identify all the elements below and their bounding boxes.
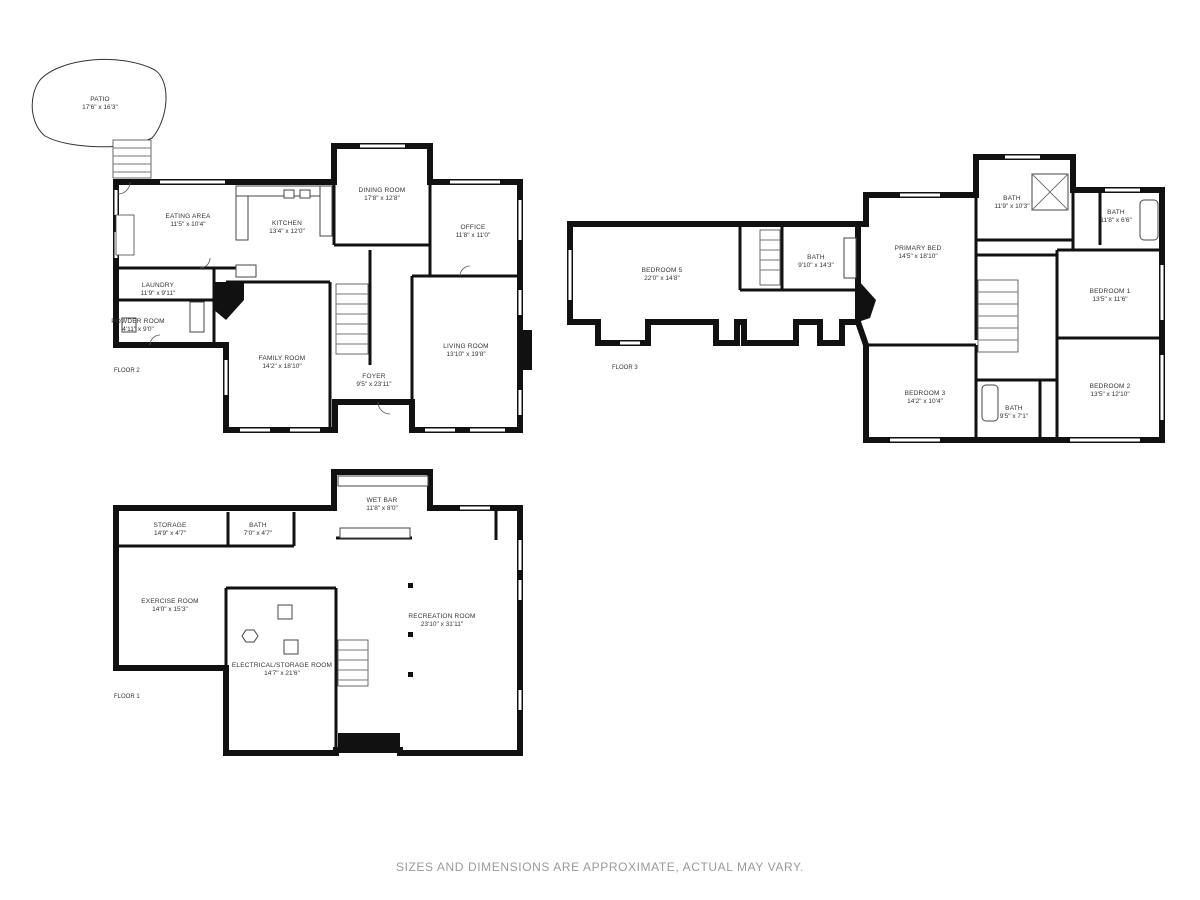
recreation-room-columns <box>408 583 413 677</box>
powder-room-name: POWDER ROOM <box>111 318 164 325</box>
patio-outline <box>31 58 167 148</box>
patio-steps <box>112 139 152 179</box>
kitchen-dims: 13'4" x 12'0" <box>269 228 305 235</box>
bedroom-3-name: BEDROOM 3 <box>905 390 946 397</box>
chimney-block <box>214 282 244 320</box>
foyer-dims: 9'5" x 23'11" <box>356 381 392 388</box>
bath-b-dims: 11'9" x 10'3" <box>994 203 1030 210</box>
eating-area-dims: 11'5" x 10'4" <box>170 221 206 228</box>
floor-3-interior-walls <box>738 190 1162 440</box>
laundry-dims: 11'9" x 9'11" <box>141 290 176 297</box>
wet-bar-name: WET BAR <box>367 497 398 504</box>
bedroom-5-name: BEDROOM 5 <box>642 267 683 274</box>
electrical-room-fixtures <box>241 604 299 655</box>
dining-room-dims: 17'8" x 12'8" <box>364 195 400 202</box>
bedroom-2-dims: 13'5" x 12'10" <box>1090 391 1130 398</box>
bedroom-2-name: BEDROOM 2 <box>1090 383 1131 390</box>
living-room-name: LIVING ROOM <box>443 343 489 350</box>
floor-2-label: FLOOR 2 <box>114 368 140 374</box>
bedroom-1-name: BEDROOM 1 <box>1090 288 1131 295</box>
bath-c-dims: 11'8" x 6'6" <box>1100 217 1132 224</box>
floor-3-label: FLOOR 3 <box>612 365 638 371</box>
disclaimer-text: SIZES AND DIMENSIONS ARE APPROXIMATE, AC… <box>395 860 805 874</box>
basement-bath-dims: 7'0" x 4'7" <box>244 530 273 537</box>
bath-d-dims: 9'5" x 7'1" <box>1000 413 1029 420</box>
floor-2-door-swings <box>117 181 471 415</box>
powder-room-dims: 4'11" x 9'0" <box>122 326 154 333</box>
exercise-room-dims: 14'0" x 15'3" <box>152 606 188 613</box>
foyer-name: FOYER <box>362 373 385 380</box>
floor-3-left-wing-wall <box>567 221 861 346</box>
bath-d-name: BATH <box>1005 405 1023 412</box>
patio-dims: 17'6" x 16'3" <box>82 104 118 111</box>
floor-1-stairs <box>337 639 369 687</box>
electrical-storage-name: ELECTRICAL/STORAGE ROOM <box>232 662 332 669</box>
floor-2-windows <box>114 144 522 432</box>
floor-3-stairs <box>759 229 1019 353</box>
bath-a-dims: 9'10" x 14'3" <box>798 262 834 269</box>
wet-bar-island <box>339 527 411 539</box>
patio-name: PATIO <box>90 96 110 103</box>
floor-3-bathtubs <box>981 199 1159 422</box>
bedroom-5-dims: 22'0" x 14'8" <box>644 275 680 282</box>
office-dims: 11'8" x 11'0" <box>456 232 491 239</box>
kitchen-counters <box>121 185 333 333</box>
primary-bed-name: PRIMARY BED <box>895 245 942 252</box>
floor-3-right-wing-wall <box>855 154 1165 443</box>
electrical-storage-dims: 14'7" x 21'6" <box>264 670 300 677</box>
recreation-room-name: RECREATION ROOM <box>408 613 475 620</box>
laundry-name: LAUNDRY <box>142 282 175 289</box>
floor-1-label: FLOOR 1 <box>114 694 140 700</box>
floor-1-mechanical-block <box>338 733 400 753</box>
chimney-block-floor-3 <box>858 280 876 322</box>
wet-bar-counter <box>337 475 429 487</box>
floor-3-plan: BEDROOM 5 22'0" x 14'8" BATH 9'10" x 14'… <box>567 154 1165 443</box>
wet-bar-dims: 11'8" x 8'0" <box>366 505 398 512</box>
dining-room-name: DINING ROOM <box>359 187 406 194</box>
floor-1-plan: STORAGE 14'9" x 4'7" BATH 7'0" x 4'7" WE… <box>113 469 523 756</box>
floor-1-interior-walls <box>116 508 498 750</box>
family-room-dims: 14'2" x 18'10" <box>262 363 302 370</box>
exercise-room-name: EXERCISE ROOM <box>141 598 199 605</box>
eating-area-name: EATING AREA <box>165 213 211 220</box>
kitchen-name: KITCHEN <box>272 220 302 227</box>
living-room-dims: 13'10" x 19'8" <box>446 351 486 358</box>
storage-name: STORAGE <box>153 522 187 529</box>
recreation-room-dims: 23'10" x 31'11" <box>421 621 464 628</box>
bath-a-name: BATH <box>807 254 825 261</box>
fireplace <box>520 330 532 370</box>
office-name: OFFICE <box>460 224 485 231</box>
storage-dims: 14'9" x 4'7" <box>154 530 187 537</box>
bedroom-1-dims: 13'5" x 11'6" <box>1092 296 1128 303</box>
floor-2-plan: PATIO 17'6" x 16'3" EATING AREA 11'5" x … <box>31 58 532 433</box>
bath-c-name: BATH <box>1107 209 1125 216</box>
floor-3-windows <box>568 155 1164 442</box>
bath-b-name: BATH <box>1003 195 1021 202</box>
family-room-name: FAMILY ROOM <box>259 355 306 362</box>
floor-3-shower <box>843 173 1069 279</box>
basement-bath-name: BATH <box>249 522 267 529</box>
bedroom-3-dims: 14'2" x 10'4" <box>907 398 943 405</box>
floor-1-windows <box>460 506 522 710</box>
floor-2-stairs <box>115 214 369 355</box>
primary-bed-dims: 14'5" x 18'10" <box>898 253 938 260</box>
